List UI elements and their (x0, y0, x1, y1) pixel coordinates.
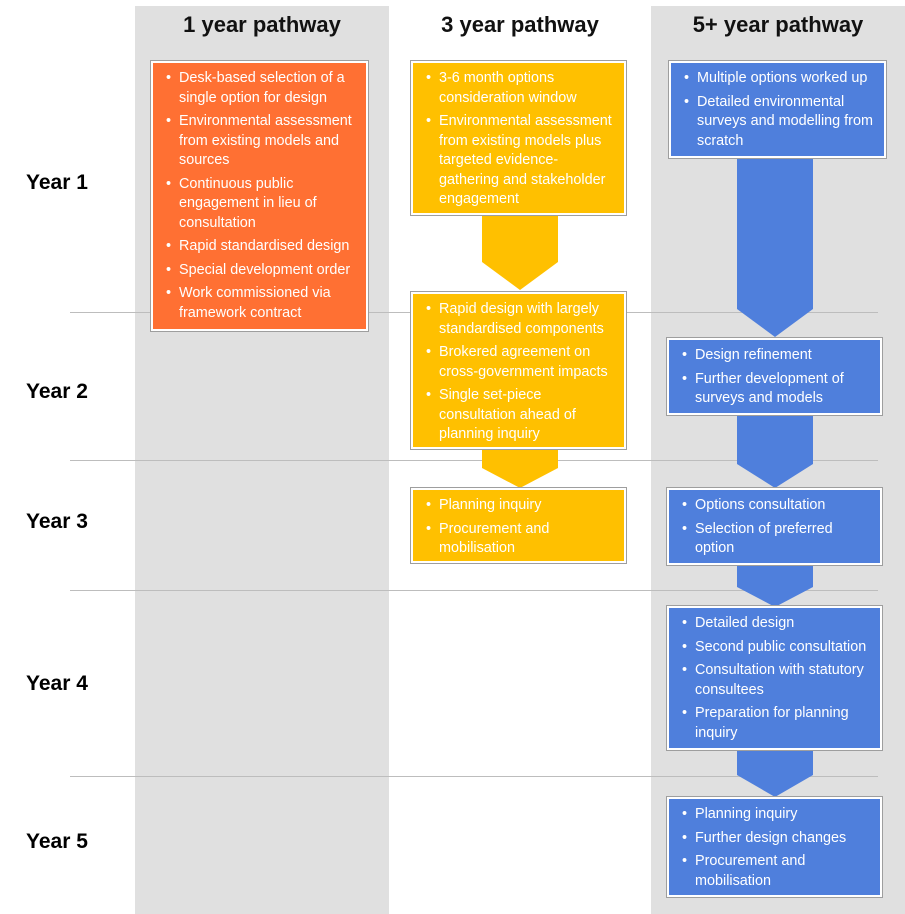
box-3yr-1-list: 3-6 month options consideration window E… (423, 69, 616, 210)
list-item: Consultation with statutory consultees (682, 661, 872, 700)
arrow-3yr-1 (482, 214, 558, 290)
list-item: Further design changes (682, 829, 872, 849)
box-5yr-1-list: Multiple options worked up Detailed envi… (681, 69, 876, 151)
box-3yr-3: Planning inquiry Procurement and mobilis… (410, 487, 627, 564)
list-item: Selection of preferred option (682, 520, 872, 559)
year-label-3: Year 3 (26, 510, 88, 533)
list-item: Planning inquiry (682, 805, 872, 825)
list-item: Planning inquiry (426, 496, 616, 516)
year-label-2: Year 2 (26, 380, 88, 403)
year-separator (70, 590, 878, 591)
box-1yr: Desk-based selection of a single option … (150, 60, 369, 332)
list-item: Options consultation (682, 496, 872, 516)
list-item: Design refinement (682, 346, 872, 366)
list-item: Procurement and mobilisation (682, 852, 872, 891)
list-item: Environmental assessment from existing m… (426, 112, 616, 210)
list-item: Preparation for planning inquiry (682, 704, 872, 743)
list-item: Work commissioned via framework contract (166, 284, 358, 323)
arrow-5yr-1 (737, 157, 813, 337)
list-item: Rapid design with largely standardised c… (426, 300, 616, 339)
box-3yr-1: 3-6 month options consideration window E… (410, 60, 627, 216)
year-label-4: Year 4 (26, 672, 88, 695)
arrow-5yr-2 (737, 414, 813, 488)
arrow-5yr-4 (737, 749, 813, 797)
box-5yr-4: Detailed design Second public consultati… (666, 605, 883, 751)
box-3yr-3-list: Planning inquiry Procurement and mobilis… (423, 496, 616, 559)
box-3yr-2: Rapid design with largely standardised c… (410, 291, 627, 450)
year-separator (70, 776, 878, 777)
box-5yr-3-list: Options consultation Selection of prefer… (679, 496, 872, 559)
column-title-3-year: 3 year pathway (441, 12, 599, 37)
list-item: Detailed environmental surveys and model… (684, 93, 876, 152)
arrow-3yr-2 (482, 448, 558, 488)
arrow-5yr-3 (737, 565, 813, 607)
list-item: Further development of surveys and model… (682, 370, 872, 409)
year-label-1: Year 1 (26, 171, 88, 194)
list-item: Continuous public engagement in lieu of … (166, 175, 358, 234)
list-item: Detailed design (682, 614, 872, 634)
year-label-5: Year 5 (26, 830, 88, 853)
column-title-1-year: 1 year pathway (183, 12, 341, 37)
list-item: Special development order (166, 261, 358, 281)
list-item: Desk-based selection of a single option … (166, 69, 358, 108)
year-separator (70, 460, 878, 461)
box-5yr-2: Design refinement Further development of… (666, 337, 883, 416)
list-item: 3-6 month options consideration window (426, 69, 616, 108)
list-item: Single set-piece consultation ahead of p… (426, 386, 616, 445)
list-item: Multiple options worked up (684, 69, 876, 89)
box-5yr-1: Multiple options worked up Detailed envi… (668, 60, 887, 159)
list-item: Brokered agreement on cross-government i… (426, 343, 616, 382)
list-item: Rapid standardised design (166, 237, 358, 257)
box-5yr-5-list: Planning inquiry Further design changes … (679, 805, 872, 891)
box-5yr-3: Options consultation Selection of prefer… (666, 487, 883, 566)
box-5yr-5: Planning inquiry Further design changes … (666, 796, 883, 898)
list-item: Second public consultation (682, 638, 872, 658)
box-3yr-2-list: Rapid design with largely standardised c… (423, 300, 616, 445)
column-title-5-year: 5+ year pathway (692, 12, 864, 37)
list-item: Environmental assessment from existing m… (166, 112, 358, 171)
box-5yr-4-list: Detailed design Second public consultati… (679, 614, 872, 743)
list-item: Procurement and mobilisation (426, 520, 616, 559)
box-1yr-list: Desk-based selection of a single option … (163, 69, 358, 323)
box-5yr-2-list: Design refinement Further development of… (679, 346, 872, 409)
